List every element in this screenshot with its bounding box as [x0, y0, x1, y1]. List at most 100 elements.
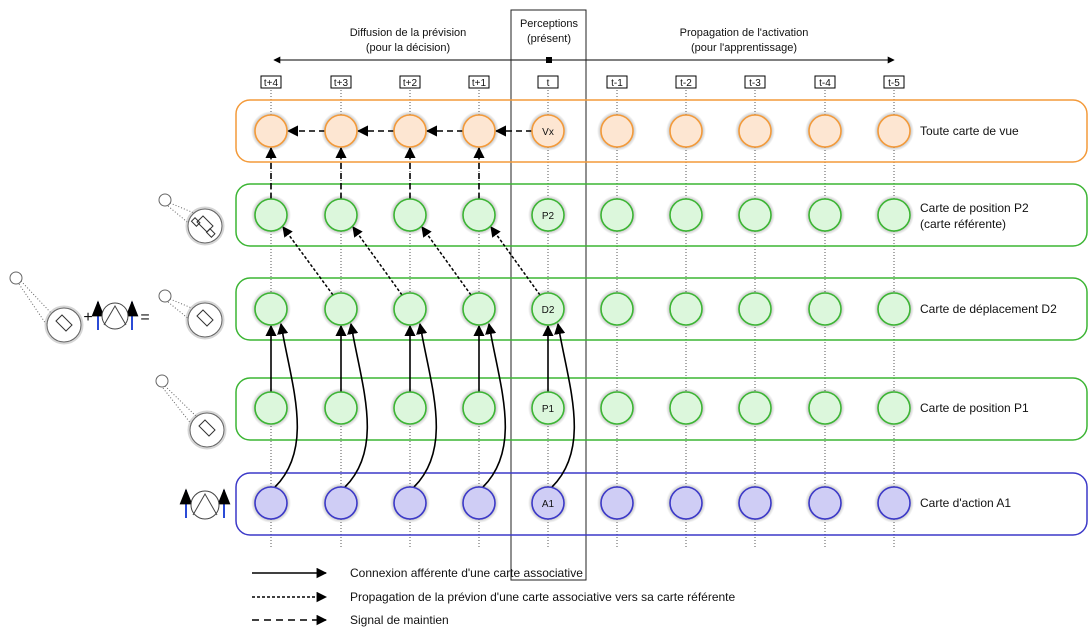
node-label-a1: A1	[542, 499, 555, 510]
node-d2-7	[738, 292, 772, 326]
header-left-line1: Diffusion de la prévision	[350, 27, 467, 39]
time-label-4: t	[547, 78, 550, 89]
node-p1-8	[808, 391, 842, 425]
present-column-box	[510, 9, 587, 581]
row-label-view: Toute carte de vue	[920, 124, 1019, 138]
afferent-a1-d2-4	[551, 322, 576, 488]
node-label-view: Vx	[542, 127, 554, 138]
node-p2-2	[393, 198, 427, 232]
node-view-2	[393, 114, 427, 148]
propagation-arrow-3	[421, 226, 472, 296]
node-a1-5	[600, 486, 634, 520]
time-label-9: t-5	[888, 78, 900, 89]
legend-dashed-text: Signal de maintien	[350, 613, 449, 627]
time-label-7: t-3	[749, 78, 761, 89]
row-label-a1: Carte d'action A1	[920, 496, 1011, 510]
time-label-box-3	[468, 75, 490, 89]
node-p1-2	[393, 391, 427, 425]
node-p2-5	[600, 198, 634, 232]
time-label-6: t-2	[680, 78, 692, 89]
row-box-d2	[235, 277, 1088, 341]
node-d2-8	[808, 292, 842, 326]
equals-sign: =	[140, 309, 149, 326]
node-p2-4	[531, 198, 565, 232]
afferent-a1-d2-0	[274, 322, 299, 488]
node-p2-3	[462, 198, 496, 232]
node-p1-4	[531, 391, 565, 425]
time-label-box-5	[606, 75, 628, 89]
node-p2-1	[324, 198, 358, 232]
propagation-arrow-4	[490, 226, 541, 296]
action-icon-a1	[179, 488, 231, 520]
node-p1-1	[324, 391, 358, 425]
afferent-a1-d2-3	[482, 322, 507, 488]
present-marker	[546, 57, 552, 63]
node-view-4	[531, 114, 565, 148]
time-label-5: t-1	[611, 78, 623, 89]
header-center-line2: (présent)	[527, 33, 571, 45]
header-center-line1: Perceptions	[520, 18, 579, 30]
legend: Connexion afférente d'une carte associat…	[252, 566, 736, 627]
node-label-p2: P2	[542, 211, 555, 222]
time-label-0: t+4	[264, 78, 279, 89]
time-label-box-1	[330, 75, 352, 89]
time-label-box-4	[537, 75, 559, 89]
node-p2-6	[669, 198, 703, 232]
node-d2-3	[462, 292, 496, 326]
time-label-box-2	[399, 75, 421, 89]
time-label-3: t+1	[472, 78, 487, 89]
robot-icon-p2	[158, 193, 225, 246]
node-p1-7	[738, 391, 772, 425]
node-d2-6	[669, 292, 703, 326]
robot-icon-equation	[9, 271, 84, 345]
action-icon-equation	[91, 300, 139, 330]
node-d2-9	[877, 292, 911, 326]
node-a1-2	[393, 486, 427, 520]
node-p2-7	[738, 198, 772, 232]
propagation-arrow-2	[352, 226, 403, 296]
node-p1-6	[669, 391, 703, 425]
row-box-a1	[235, 472, 1088, 536]
propagation-arrow-1	[282, 226, 334, 296]
header-right-line1: Propagation de l'activation	[680, 27, 809, 39]
node-view-7	[738, 114, 772, 148]
node-a1-4	[531, 486, 565, 520]
node-d2-2	[393, 292, 427, 326]
node-a1-3	[462, 486, 496, 520]
node-p2-8	[808, 198, 842, 232]
node-label-p1: P1	[542, 404, 555, 415]
arrows-layer	[265, 125, 576, 488]
node-d2-4	[531, 292, 565, 326]
node-a1-6	[669, 486, 703, 520]
row-label-d2: Carte de déplacement D2	[920, 302, 1057, 316]
header-right-line2: (pour l'apprentissage)	[691, 42, 797, 54]
time-label-box-7	[744, 75, 766, 89]
node-a1-8	[808, 486, 842, 520]
node-label-d2: D2	[542, 305, 555, 316]
plus-sign: +	[83, 309, 92, 326]
node-a1-1	[324, 486, 358, 520]
time-label-8: t-4	[819, 78, 831, 89]
afferent-a1-d2-1	[344, 322, 369, 488]
time-label-2: t+2	[403, 78, 418, 89]
node-a1-0	[254, 486, 288, 520]
node-view-8	[808, 114, 842, 148]
time-label-box-6	[675, 75, 697, 89]
afferent-a1-d2-2	[413, 322, 438, 488]
node-view-3	[462, 114, 496, 148]
row-label-p2: Carte de position P2	[920, 201, 1029, 215]
node-d2-5	[600, 292, 634, 326]
time-label-box-0	[260, 75, 282, 89]
node-view-9	[877, 114, 911, 148]
node-view-5	[600, 114, 634, 148]
row-label-p1: Carte de position P1	[920, 401, 1029, 415]
time-label-box-8	[814, 75, 836, 89]
node-p1-9	[877, 391, 911, 425]
row-box-p1	[235, 377, 1088, 441]
node-view-6	[669, 114, 703, 148]
robot-icon-d2	[158, 289, 225, 340]
row-sublabel-p2: (carte référente)	[920, 217, 1006, 231]
